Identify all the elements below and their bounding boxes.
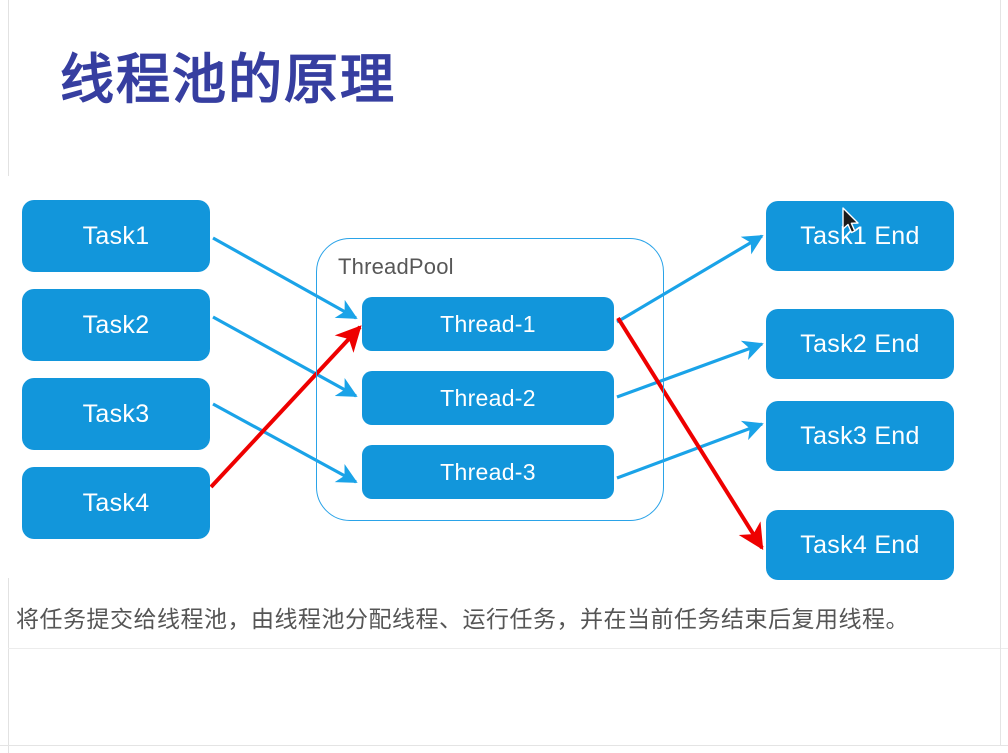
mouse-cursor-icon [842, 207, 859, 234]
arrow-task1-to-thread1 [212, 236, 358, 320]
node-task1-end[interactable]: Task1 End [766, 201, 954, 271]
arrow-task2-to-thread2 [212, 315, 358, 398]
node-task2-label: Task2 [82, 310, 150, 339]
node-task4-end-label: Task4 End [800, 530, 920, 559]
node-thread-1[interactable]: Thread-1 [362, 297, 614, 351]
node-task3-end-label: Task3 End [800, 421, 920, 450]
arrow-thread1-to-task4end [616, 316, 764, 550]
threadpool-container [316, 238, 664, 521]
node-task2-end[interactable]: Task2 End [766, 309, 954, 379]
arrow-thread2-to-task2end [616, 340, 764, 399]
threadpool-label: ThreadPool [338, 254, 454, 279]
node-thread-1-label: Thread-1 [440, 310, 536, 337]
node-task2[interactable]: Task2 [22, 289, 210, 361]
node-task4-end[interactable]: Task4 End [766, 510, 954, 580]
page-title: 线程池的原理 [60, 48, 396, 111]
node-task1-label: Task1 [82, 221, 150, 250]
slide-caption: 将任务提交给线程池，由线程池分配线程、运行任务，并在当前任务结束后复用线程。 [16, 607, 909, 633]
arrow-task4-to-thread1 [209, 325, 362, 489]
node-thread-3-label: Thread-3 [440, 458, 536, 485]
node-task4-label: Task4 [82, 488, 150, 517]
node-thread-3[interactable]: Thread-3 [362, 445, 614, 499]
diagram-arrows [209, 234, 764, 550]
page-rule-horizontal [8, 648, 1008, 649]
node-task3[interactable]: Task3 [22, 378, 210, 450]
page-rule-bottom [0, 745, 1008, 746]
node-task1[interactable]: Task1 [22, 200, 210, 272]
arrow-thread1-to-task1end [616, 234, 764, 324]
arrow-thread3-to-task3end [616, 420, 764, 480]
node-task1-end-label: Task1 End [800, 221, 920, 250]
node-thread-2-label: Thread-2 [440, 384, 536, 411]
node-thread-2[interactable]: Thread-2 [362, 371, 614, 425]
threadpool-diagram: Task1 Task2 Task3 Task4 ThreadPool Threa… [22, 200, 954, 580]
arrow-task3-to-thread3 [212, 402, 358, 484]
node-task3-label: Task3 [82, 399, 150, 428]
node-task2-end-label: Task2 End [800, 329, 920, 358]
node-task3-end[interactable]: Task3 End [766, 401, 954, 471]
node-task4[interactable]: Task4 [22, 467, 210, 539]
